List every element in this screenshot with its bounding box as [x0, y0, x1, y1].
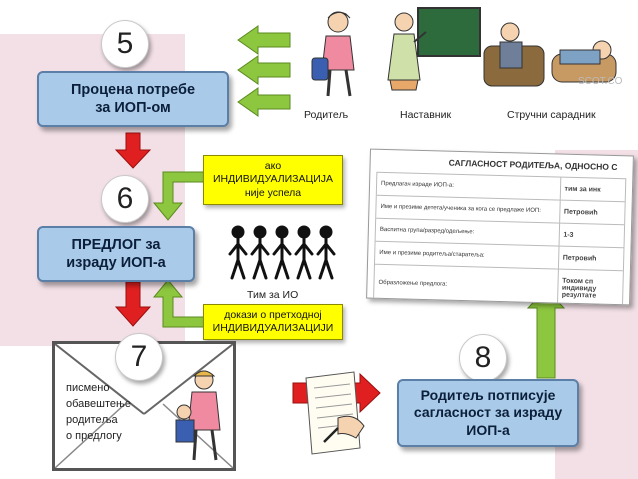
written-notice-text: писмено обавештење родитеља о предлогу	[66, 382, 132, 442]
note-evidence-line-1: докази о претходној	[224, 308, 322, 321]
green-arrow-2	[237, 55, 291, 85]
parent-child-illustration	[175, 370, 221, 461]
signature-line-3: ИОП-а	[466, 421, 510, 438]
signature-line-2: сагласност за израду	[413, 404, 563, 421]
expert-illustration: SCOT.COM	[483, 22, 622, 87]
parent-caption: Родитељ	[304, 109, 349, 121]
green-arrow-3	[237, 87, 291, 117]
teacher-illustration	[387, 7, 481, 91]
team-caption: Тим за ИО	[247, 289, 299, 301]
if-individualization-failed-note: ако ИНДИВИДУАЛИЗАЦИЈА није успела	[203, 155, 343, 205]
assessment-line-2: за ИОП-ом	[95, 100, 171, 116]
note-evidence-line-2: ИНДИВИДУАЛИЗАЦИЈИ	[212, 322, 334, 334]
assessment-box: Процена потребе за ИОП-ом	[37, 71, 229, 127]
green-up-arrow	[526, 288, 566, 379]
parent-signature-box: Родитељ потписује сагласност за израду И…	[397, 379, 579, 447]
red-arrow-2	[114, 281, 152, 327]
green-bent-arrow-bottom	[152, 279, 206, 328]
green-arrow-1	[237, 25, 291, 55]
step-5-badge: 5	[101, 20, 149, 68]
document-row: Образложење предлога: Током сп индивиду …	[374, 264, 623, 306]
teacher-caption: Наставник	[400, 109, 452, 121]
note-if-line-1: ако	[264, 160, 282, 173]
parent-illustration	[311, 11, 355, 97]
red-arrow-1	[114, 132, 152, 169]
previous-individualization-evidence-note: докази о претходној ИНДИВИДУАЛИЗАЦИЈИ	[203, 304, 343, 340]
step-6-badge: 6	[101, 175, 149, 223]
assessment-line-1: Процена потребе	[70, 81, 196, 98]
step-7-badge: 7	[115, 333, 163, 381]
signature-line-1: Родитељ потписује	[420, 386, 556, 403]
signing-hand-illustration	[305, 371, 365, 455]
envelope-flap-lines	[55, 344, 233, 468]
step-8-badge: 8	[459, 334, 507, 382]
expert-caption: Стручни сарадник	[507, 109, 596, 121]
note-if-line-2: ИНДИВИДУАЛИЗАЦИЈА	[212, 173, 334, 186]
proposal-line-2: израду ИОП-а	[66, 255, 166, 271]
proposal-line-1: ПРЕДЛОГ за	[71, 236, 161, 253]
consent-document: САГЛАСНОСТ РОДИТЕЉА, ОДНОСНО С Предлагач…	[366, 148, 634, 306]
green-bent-arrow-top	[152, 171, 206, 221]
watermark-text: SCOT.COM	[578, 76, 622, 87]
document-table: Предлагач израде ИОП-а: тим за инк Име и…	[373, 171, 627, 306]
note-if-line-3: није успела	[244, 186, 302, 199]
proposal-box: ПРЕДЛОГ за израду ИОП-а	[37, 226, 195, 282]
team-illustration	[228, 225, 336, 280]
